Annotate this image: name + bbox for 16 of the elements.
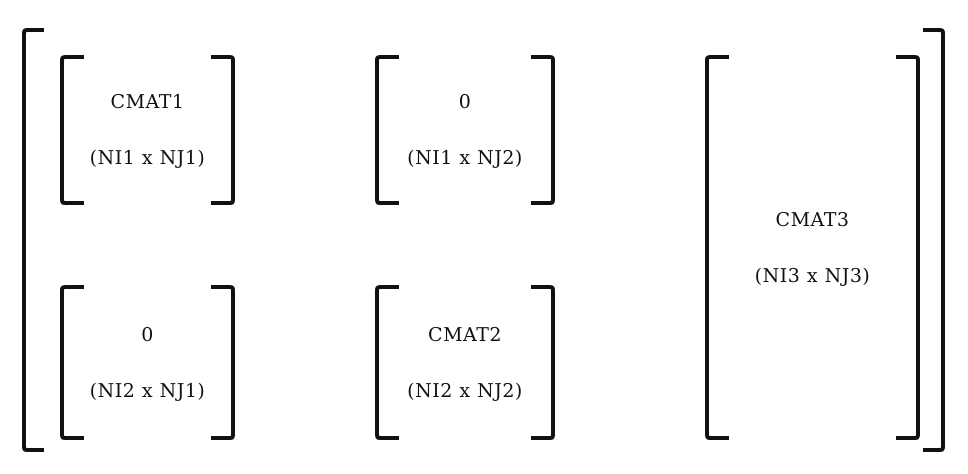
matrix-dimensions: (NI3 x NJ3) <box>754 264 870 286</box>
matrix-block <box>705 55 920 440</box>
matrix-block <box>375 285 555 440</box>
matrix-block <box>60 285 235 440</box>
matrix-dimensions: (NI1 x NJ1) <box>90 147 206 169</box>
matrix-name: CMAT3 <box>776 208 850 230</box>
matrix-name: 0 <box>458 91 472 113</box>
matrix-name: 0 <box>141 324 154 346</box>
matrix-dimensions: (NI2 x NJ2) <box>407 380 523 402</box>
matrix-dimensions: (NI1 x NJ2) <box>407 147 523 169</box>
matrix-block <box>60 55 235 205</box>
matrix-name: CMAT1 <box>110 91 184 113</box>
block-matrix-bracket <box>22 28 945 452</box>
matrix-block <box>375 55 555 205</box>
matrix-name: CMAT2 <box>428 324 502 346</box>
matrix-dimensions: (NI2 x NJ1) <box>90 380 206 402</box>
